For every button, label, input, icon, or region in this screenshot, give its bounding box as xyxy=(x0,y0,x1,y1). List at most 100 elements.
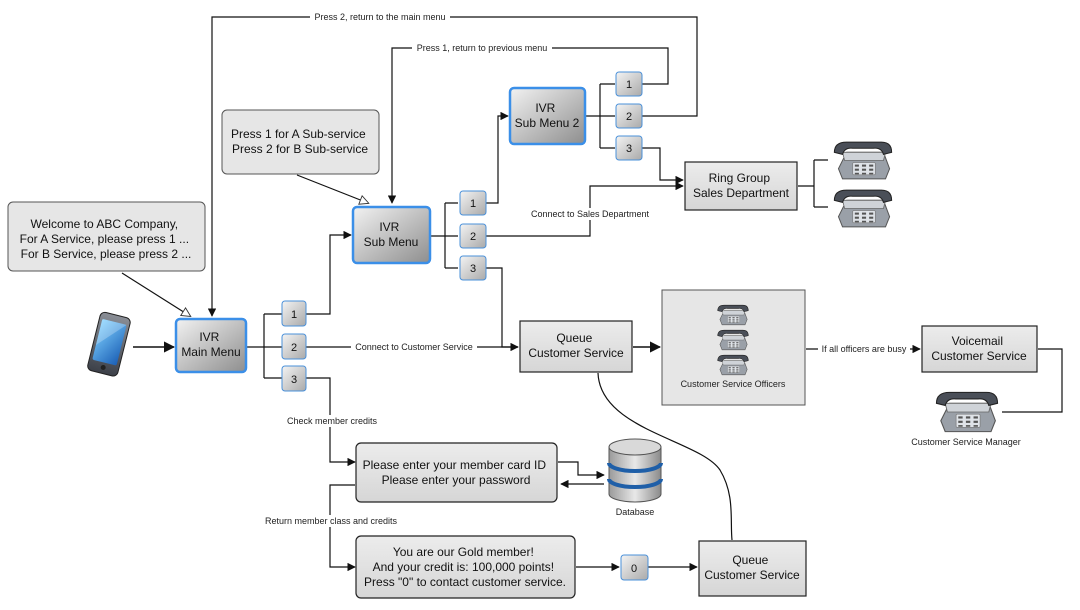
voicemail-customer-service: Voicemail Customer Service xyxy=(921,325,1038,373)
queue-customer-service-bottom: Queue Customer Service xyxy=(698,540,807,597)
database: Database xyxy=(607,438,663,517)
edge-queue-to-bottom-queue xyxy=(597,372,733,541)
label-check-credits: Check member credits xyxy=(287,416,378,426)
svg-text:Ring Group Sales Depar: Ring Group Sales Department xyxy=(693,171,790,200)
edge-submenu-callout-pointer xyxy=(296,174,368,203)
ring-group-line-2: Sales Department xyxy=(693,186,790,200)
label-all-busy: If all officers are busy xyxy=(822,344,907,354)
sub-key-2-label: 2 xyxy=(470,231,476,243)
voicemail-line-2: Customer Service xyxy=(931,349,1027,363)
customer-service-manager: Customer Service Manager xyxy=(911,391,1021,447)
ring-group-line-1: Ring Group xyxy=(709,171,771,185)
welcome-callout: Welcome to ABC Company, For A Service, p… xyxy=(7,201,206,272)
edge-labels: Press 2, return to the main menu Press 1… xyxy=(262,11,910,527)
key-0: 0 xyxy=(620,554,649,581)
sub2-key-1: 1 xyxy=(615,71,643,97)
manager-label: Customer Service Manager xyxy=(911,437,1021,447)
submenu-callout: Press 1 for A Sub-service Press 2 for B … xyxy=(221,109,380,175)
welcome-line-1: Welcome to ABC Company, xyxy=(31,217,179,231)
edge-member-to-db xyxy=(558,461,605,480)
sub-key-1: 1 xyxy=(459,190,487,216)
svg-text:IVR Sub Menu: IVR Sub Menu xyxy=(364,220,419,249)
sub2-key-2: 2 xyxy=(615,103,643,129)
edge-sub-branch xyxy=(431,202,458,269)
svg-text:Queue Customer Service: Queue Customer Service xyxy=(528,331,624,360)
mobile-phone-icon xyxy=(87,311,131,377)
member-prompt-line-1: Please enter your member card ID xyxy=(363,458,547,472)
svg-text:Voicemail Customer Ser: Voicemail Customer Service xyxy=(931,334,1027,363)
ivr-main-line-1: IVR xyxy=(199,330,219,344)
sub-key-1-label: 1 xyxy=(470,198,476,210)
ring-group-sales: Ring Group Sales Department xyxy=(684,161,798,211)
queue-line-2: Customer Service xyxy=(528,346,624,360)
edge-sub2-branch xyxy=(586,83,615,149)
officer-phone-icon-1 xyxy=(717,304,749,326)
label-return-previous: Press 1, return to previous menu xyxy=(417,43,548,53)
label-connect-cs: Connect to Customer Service xyxy=(355,342,473,352)
edge-return-main xyxy=(207,16,698,317)
edge-sub1-to-sub2 xyxy=(486,111,509,204)
svg-text:Welcome to ABC Company,: Welcome to ABC Company, For A Service, p… xyxy=(20,217,193,261)
customer-service-officers: Customer Service Officers xyxy=(661,289,806,406)
main-key-2-label: 2 xyxy=(291,342,297,354)
sub2-key-3: 3 xyxy=(615,135,643,161)
queue-customer-service: Queue Customer Service xyxy=(519,320,633,373)
edge-welcome-callout-pointer xyxy=(121,272,190,316)
sales-phone-icon-2 xyxy=(833,189,893,228)
ivr-sub-menu-2: IVR Sub Menu 2 xyxy=(508,86,587,146)
gold-line-1: You are our Gold member! xyxy=(393,545,534,559)
submenu-hint-line-2: Press 2 for B Sub-service xyxy=(232,142,368,156)
database-label: Database xyxy=(616,507,655,517)
sub-key-3: 3 xyxy=(459,255,487,281)
edge-return-previous xyxy=(387,47,669,204)
svg-text:You are our Gold member!: You are our Gold member! And your credit… xyxy=(364,545,566,589)
main-key-2: 2 xyxy=(281,333,307,360)
sub-key-3-label: 3 xyxy=(470,263,476,275)
ivr-sub2-line-1: IVR xyxy=(535,101,555,115)
database-icon xyxy=(607,438,663,503)
officer-phone-icon-2 xyxy=(717,329,749,351)
manager-phone-icon xyxy=(935,391,999,433)
main-key-1: 1 xyxy=(281,300,307,327)
queue-bottom-line-1: Queue xyxy=(732,553,768,567)
submenu-hint-line-1: Press 1 for A Sub-service xyxy=(231,127,366,141)
svg-text:Please enter your member card: Please enter your member card ID Please … xyxy=(363,458,550,487)
gold-line-3: Press "0" to contact customer service. xyxy=(364,575,566,589)
officer-phone-icon-3 xyxy=(717,354,749,376)
ivr-sub-line-1: IVR xyxy=(379,220,399,234)
label-return-class: Return member class and credits xyxy=(265,516,398,526)
ivr-sub-menu: IVR Sub Menu xyxy=(351,205,432,265)
member-prompt-box: Please enter your member card ID Please … xyxy=(355,442,558,503)
member-prompt-line-2: Please enter your password xyxy=(382,473,531,487)
main-key-3-label: 3 xyxy=(291,374,297,386)
svg-text:IVR Main Menu: IVR Main Menu xyxy=(181,330,240,359)
sub2-key-1-label: 1 xyxy=(626,79,632,91)
label-connect-sales: Connect to Sales Department xyxy=(531,209,650,219)
ivr-sub2-line-2: Sub Menu 2 xyxy=(515,116,580,130)
sub2-key-3-label: 3 xyxy=(626,143,632,155)
queue-line-1: Queue xyxy=(556,331,592,345)
welcome-line-3: For B Service, please press 2 ... xyxy=(21,247,192,261)
svg-text:Queue Customer Service: Queue Customer Service xyxy=(704,553,800,582)
svg-text:IVR Sub Menu 2: IVR Sub Menu 2 xyxy=(515,101,580,130)
welcome-line-2: For A Service, please press 1 ... xyxy=(20,232,189,246)
officers-label: Customer Service Officers xyxy=(681,379,786,389)
label-return-main: Press 2, return to the main menu xyxy=(314,12,445,22)
ivr-main-line-2: Main Menu xyxy=(181,345,240,359)
queue-bottom-line-2: Customer Service xyxy=(704,568,800,582)
key-0-label: 0 xyxy=(631,563,637,575)
edge-sub3-to-queue xyxy=(486,267,518,348)
sales-phone-icon-1 xyxy=(833,141,893,180)
edges xyxy=(121,16,1063,572)
edge-main-branch xyxy=(247,313,282,379)
gold-member-box: You are our Gold member! And your credit… xyxy=(355,535,576,599)
voicemail-line-1: Voicemail xyxy=(952,334,1003,348)
key-boxes: 1 2 3 1 2 3 1 2 xyxy=(281,71,649,581)
sub2-key-2-label: 2 xyxy=(626,111,632,123)
edge-voicemail-to-manager xyxy=(1002,348,1063,413)
edge-sub2key3-to-ring xyxy=(642,147,684,185)
edge-main1-to-sub xyxy=(306,230,352,315)
edge-ring-to-phones xyxy=(798,159,828,208)
sub-key-2: 2 xyxy=(459,223,487,249)
